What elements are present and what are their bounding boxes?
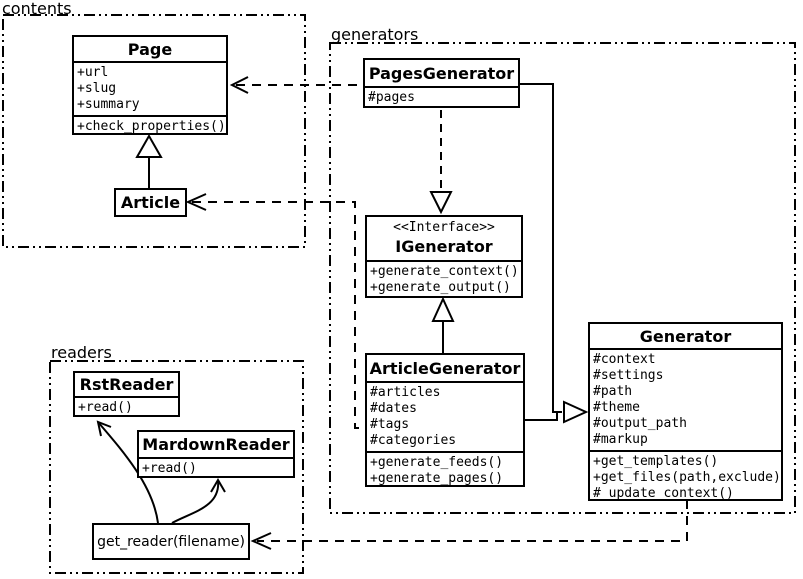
class-title: RstReader (75, 373, 178, 398)
method: +read() (78, 400, 133, 415)
method: +get_templates() (593, 454, 719, 469)
class-title: Page (74, 37, 226, 63)
attribute: #path (593, 384, 633, 399)
attribute: #tags (370, 417, 410, 432)
open-arrowhead-icon (96, 420, 112, 437)
method: +get_files(path,exclude) (593, 470, 781, 485)
package-border-generators (329, 42, 796, 514)
class-igenerator: <<Interface>> IGenerator +generate_conte… (365, 215, 523, 298)
edge-articlegenerator-to-article (192, 201, 365, 429)
method: +generate_pages() (370, 471, 504, 486)
package-label-readers: readers (51, 343, 112, 362)
attributes-compartment: #context #settings #path #theme #output_… (590, 350, 781, 450)
method: +generate_output() (370, 280, 511, 295)
open-arrowhead-icon (250, 532, 272, 550)
class-title: Article (120, 193, 181, 212)
attribute: #markup (593, 432, 648, 447)
method: #_update_context() (593, 486, 734, 501)
method: +generate_feeds() (370, 455, 504, 470)
edge-pagesgenerator-to-generator (520, 83, 562, 413)
inheritance-triangle-icon (135, 133, 163, 158)
method: +check_properties() (77, 119, 226, 134)
attributes-compartment: #pages (365, 88, 518, 108)
class-title: <<Interface>> IGenerator (367, 217, 521, 262)
class-article: Article (114, 188, 187, 217)
package-label-generators: generators (331, 25, 419, 44)
function-box-getreader: get_reader(filename) (92, 523, 250, 560)
class-title: Generator (590, 324, 781, 350)
method: +read() (142, 461, 197, 476)
attribute: #pages (368, 90, 415, 105)
class-generator: Generator #context #settings #path #them… (588, 322, 783, 501)
class-mardownreader: MardownReader +read() (137, 430, 295, 478)
attribute: #dates (370, 401, 417, 416)
open-arrowhead-icon (229, 76, 249, 94)
realization-triangle-icon (429, 191, 453, 215)
attribute: +slug (77, 81, 117, 96)
attribute: #output_path (593, 416, 687, 431)
attributes-compartment: #articles #dates #tags #categories (367, 383, 523, 451)
edge-getreader-to-rstreader (97, 421, 159, 524)
edge-articlegenerator-to-generator (525, 412, 558, 421)
class-articlegenerator: ArticleGenerator #articles #dates #tags … (365, 353, 525, 487)
attribute: #theme (593, 400, 640, 415)
method: +generate_context() (370, 264, 519, 279)
class-pagesgenerator: PagesGenerator #pages (363, 58, 520, 108)
open-arrowhead-icon (210, 478, 226, 493)
class-title: PagesGenerator (365, 60, 518, 88)
class-title: ArticleGenerator (367, 355, 523, 383)
methods-compartment: +get_templates() +get_files(path,exclude… (590, 450, 781, 504)
inheritance-triangle-icon (563, 400, 589, 424)
interface-name: IGenerator (395, 236, 493, 256)
methods-compartment: +check_properties() (74, 115, 226, 137)
methods-compartment: +read() (139, 459, 293, 479)
attribute: +summary (77, 97, 140, 112)
attribute: #settings (593, 368, 664, 383)
methods-compartment: +generate_feeds() +generate_pages() (367, 451, 523, 489)
attribute: #articles (370, 385, 441, 400)
edge-getreader-to-mardownreader (171, 479, 220, 524)
methods-compartment: +generate_context() +generate_output() (367, 262, 521, 298)
open-arrowhead-icon (185, 193, 207, 211)
attribute: +url (77, 65, 109, 80)
class-page: Page +url +slug +summary +check_properti… (72, 35, 228, 135)
stereotype-label: <<Interface>> (393, 219, 495, 235)
package-label-contents: contents (2, 0, 72, 18)
class-title: MardownReader (139, 432, 293, 459)
attribute: #context (593, 352, 656, 367)
edge-generator-to-getreader (257, 500, 688, 542)
package-border-contents (2, 14, 306, 248)
package-border-readers (49, 360, 304, 574)
attributes-compartment: +url +slug +summary (74, 63, 226, 115)
methods-compartment: +read() (75, 398, 178, 418)
realization-triangle-icon (431, 296, 455, 322)
attribute: #categories (370, 433, 457, 448)
class-rstreader: RstReader +read() (73, 371, 180, 417)
